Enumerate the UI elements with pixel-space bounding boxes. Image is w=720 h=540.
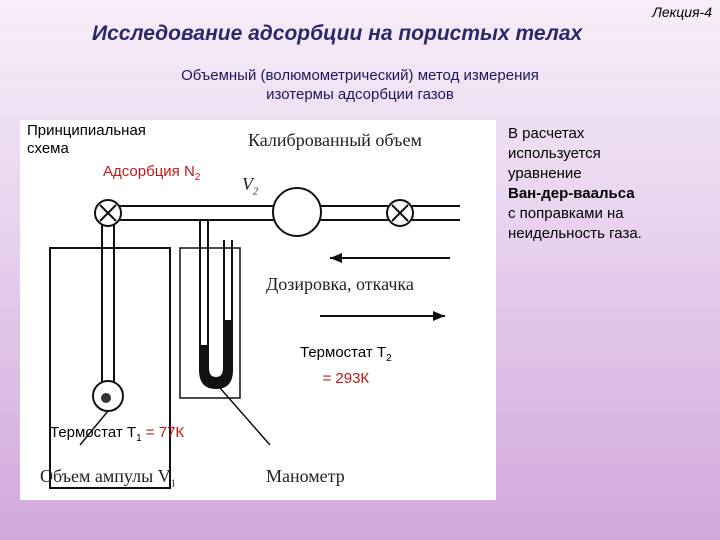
left-arrow-head	[330, 253, 342, 263]
scheme-label-line-1: Принципиальная	[27, 122, 146, 139]
thermostat-2-value: = 293К	[322, 370, 370, 387]
manometer-pointer	[219, 387, 271, 446]
manometer-label: Манометр	[266, 466, 345, 486]
thermostat-1-label: Термостат Т1 = 77К	[50, 424, 185, 444]
apparatus-diagram: Калиброванный объем V2 Дозировка, откачк…	[20, 120, 496, 500]
scheme-label: Принципиальная схема	[27, 122, 146, 158]
explanation-line-4: Ван-дер-ваальса	[508, 185, 635, 202]
adsorption-label: Адсорбция N2	[103, 163, 201, 183]
explanation-line-3: уравнение	[508, 165, 582, 182]
thermostat-2-bath	[179, 247, 241, 399]
subtitle-line-2: изотермы адсорбции газов	[266, 86, 454, 103]
lecture-number: Лекция-4	[652, 4, 712, 20]
right-tube-end	[410, 205, 460, 221]
right-tube	[320, 205, 390, 221]
page-title: Исследование адсорбции на пористых телах	[92, 22, 583, 45]
thermostat-1-bath	[49, 247, 171, 489]
manometer-inner	[207, 220, 225, 380]
thermostat-2-name: Термостат Т2	[300, 344, 392, 364]
ampoule-volume-label: Объем ампулы V1	[40, 466, 176, 490]
manometer-mercury	[200, 320, 232, 388]
thermostat-1-value: = 77К	[141, 424, 185, 441]
horizontal-tube	[118, 205, 275, 221]
thermostat-2-label: Термостат Т2 = 293К	[300, 343, 392, 389]
right-arrow-head	[433, 311, 445, 321]
ampoule-tube	[101, 224, 115, 382]
right-valve-cross	[391, 204, 409, 222]
calibrated-volume-bulb	[272, 187, 322, 237]
ampoule-pointer	[79, 410, 109, 446]
explanation-line-2: используется	[508, 145, 601, 162]
calibrated-volume-label: Калиброванный объем	[248, 130, 422, 150]
dosing-label: Дозировка, откачка	[266, 274, 414, 294]
subtitle-line-1: Объемный (волюмометрический) метод измер…	[181, 67, 539, 84]
adsorbent-icon	[101, 393, 111, 403]
apparatus-drawing	[49, 187, 460, 489]
explanation-text: В расчетах используется уравнение Ван-де…	[508, 124, 708, 244]
explanation-line-5: с поправками на	[508, 205, 624, 222]
explanation-line-1: В расчетах	[508, 125, 585, 142]
left-valve-cross	[99, 204, 117, 222]
explanation-line-6: неидельность газа.	[508, 225, 642, 242]
scheme-label-line-2: схема	[27, 140, 69, 157]
page-subtitle: Объемный (волюмометрический) метод измер…	[0, 66, 720, 104]
v2-label: V2	[242, 174, 258, 198]
